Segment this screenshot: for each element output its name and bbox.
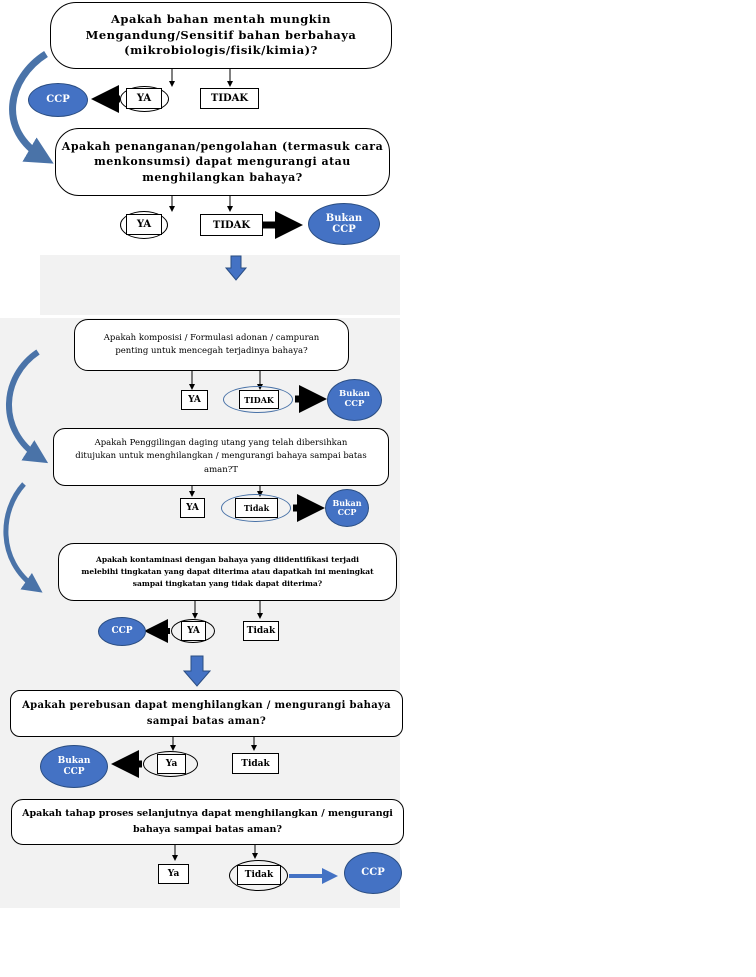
q5-no-box: Tidak [243, 621, 279, 641]
q3-bukan-ccp-terminal: Bukan CCP [327, 379, 382, 421]
q1-no-box: TIDAK [200, 88, 259, 109]
q4-no-box: Tidak [235, 498, 278, 518]
q7-ccp-terminal: CCP [344, 852, 402, 894]
question-3-box: Apakah komposisi / Formulasi adonan / ca… [74, 319, 349, 371]
question-6-box: Apakah perebusan dapat menghilangkan / m… [10, 690, 403, 737]
yes-oval [171, 619, 215, 643]
question-4-box: Apakah Penggilingan daging utang yang te… [53, 428, 389, 486]
q5-yes-box: YA [181, 621, 206, 641]
yes-oval [143, 751, 198, 777]
question-2-box: Apakah penanganan/pengolahan (termasuk c… [55, 128, 390, 196]
q1-yes-box: YA [126, 88, 162, 109]
question-7-box: Apakah tahap proses selanjutnya dapat me… [11, 799, 404, 845]
yes-oval [120, 211, 168, 239]
q2-yes-box: YA [126, 214, 162, 235]
q2-no-box: TIDAK [200, 214, 263, 236]
question-1-box: Apakah bahan mentah mungkin Mengandung/S… [50, 2, 392, 69]
q3-no-box: TIDAK [239, 390, 279, 409]
yes-oval [120, 86, 169, 112]
q4-yes-box: YA [180, 498, 205, 518]
q7-no-box: Tidak [237, 865, 281, 885]
no-oval [223, 386, 293, 413]
q5-ccp-terminal: CCP [98, 617, 146, 646]
q1-ccp-terminal: CCP [28, 83, 88, 117]
q6-bukan-ccp-terminal: Bukan CCP [40, 745, 108, 788]
q3-yes-box: YA [181, 390, 208, 410]
q4-bukan-ccp-terminal: Bukan CCP [325, 489, 369, 527]
no-oval [229, 860, 288, 891]
q6-yes-box: Ya [157, 754, 186, 774]
q2-bukan-ccp-terminal: Bukan CCP [308, 203, 380, 245]
no-oval [221, 494, 291, 522]
q6-no-box: Tidak [232, 753, 279, 774]
question-5-box: Apakah kontaminasi dengan bahaya yang di… [58, 543, 397, 601]
q7-yes-box: Ya [158, 864, 189, 884]
background-panel [40, 255, 400, 315]
